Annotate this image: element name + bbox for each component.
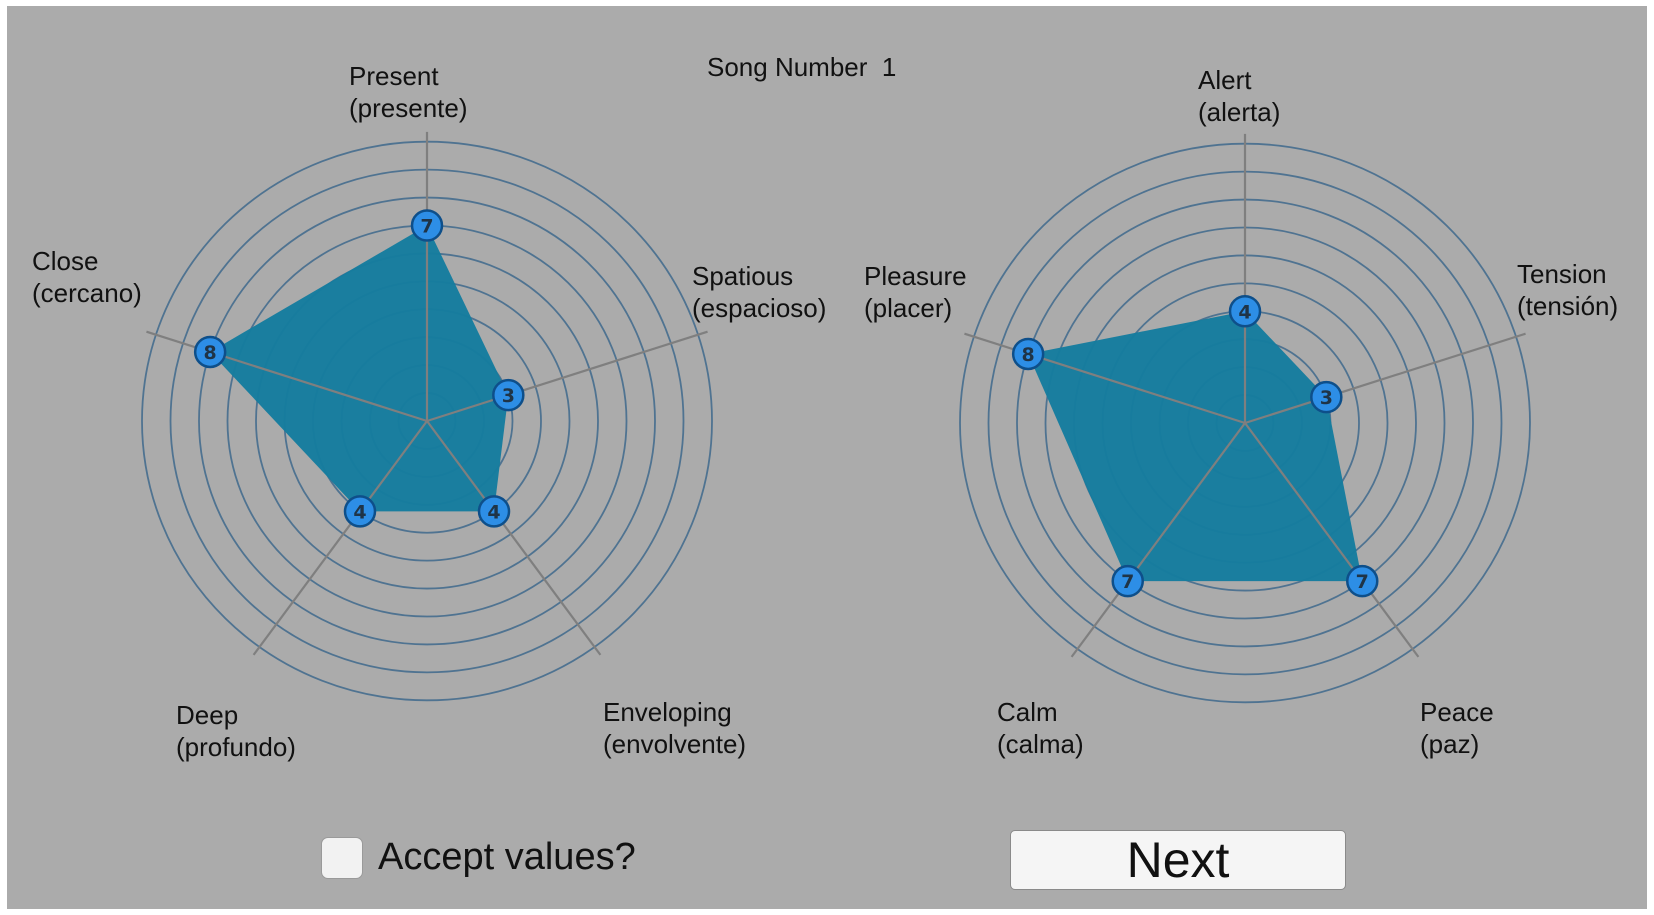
value-marker-calm [1111,564,1144,598]
value-label-deep: 4 [353,501,366,523]
value-marker-alert [1228,295,1262,328]
value-label-spatious: 3 [502,385,515,407]
radar-spoke [964,332,1246,425]
value-label-enveloping: 4 [487,501,500,523]
song-number-title: Song Number 1 [707,52,897,82]
radar-spoke [1244,422,1420,658]
radar-chart-spatial: 7 3 4 4 8 [141,131,713,702]
value-label-close: 8 [204,342,217,364]
accept-values-control[interactable]: Accept values? [321,836,636,879]
axis-label-tension: Tension (tensión) [1517,259,1619,321]
radar-spoke [426,330,708,423]
axis-label-enveloping: Enveloping (envolvente) [603,697,747,759]
value-marker-enveloping [477,495,511,528]
value-marker-present [410,209,444,242]
value-marker-close [193,335,227,369]
value-label-pleasure: 8 [1022,344,1035,366]
axis-label-deep: Deep (profundo) [176,700,296,762]
accept-values-label: Accept values? [378,836,636,878]
radar-spoke [146,330,428,423]
value-label-alert: 4 [1238,301,1251,323]
value-marker-spatious [492,378,525,412]
axis-label-present: Present (presente) [349,61,468,123]
axis-label-pleasure: Pleasure (placer) [864,261,967,323]
value-label-calm: 7 [1121,571,1134,593]
value-label-present: 7 [420,215,433,237]
value-marker-peace [1346,564,1379,598]
accept-values-checkbox[interactable] [321,836,363,879]
radar-spoke [1244,332,1526,425]
value-label-peace: 7 [1356,571,1369,593]
axis-label-close: Close (cercano) [32,246,142,308]
axis-label-alert: Alert (alerta) [1198,65,1281,127]
app-panel: Song Number 1 7 3 4 4 8 4 3 7 7 8 Present (prese… [7,6,1647,909]
radar-spoke [1070,422,1246,658]
next-button[interactable]: Next [1010,830,1346,890]
radar-chart-emotional: 4 3 7 7 8 [959,133,1531,704]
value-marker-tension [1310,380,1343,414]
value-marker-deep [343,495,377,528]
axis-label-peace: Peace (paz) [1420,697,1494,759]
radar-spoke [426,420,602,656]
radar-value-area [210,225,509,512]
axis-label-spatious: Spatious (espacioso) [692,261,827,323]
radar-value-area [1028,311,1363,582]
axis-label-calm: Calm (calma) [997,697,1084,759]
radar-spoke [252,420,428,656]
value-label-tension: 3 [1320,387,1333,409]
value-marker-pleasure [1011,337,1045,371]
